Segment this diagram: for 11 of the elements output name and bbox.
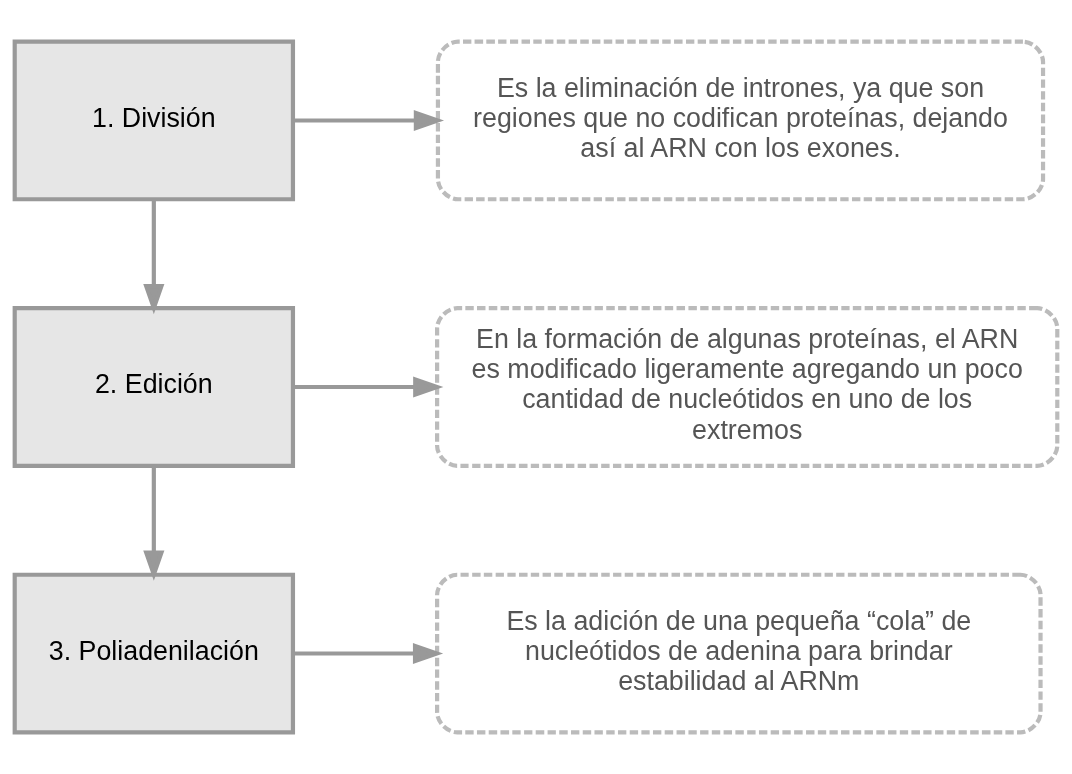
node-box: 3. Poliadenilación	[12, 572, 296, 735]
node-box: Es la adición de una pequeña “cola” de nucleótidos de adenina para brindar estabilidad al ARNm	[435, 572, 1043, 735]
node-box: Es la eliminación de intrones, ya que son regiones que no codifican proteínas, dejando así al ARN con los exones.	[435, 39, 1046, 202]
node-box: 1. División	[12, 39, 296, 202]
arrow	[293, 109, 444, 132]
arrow	[143, 466, 165, 581]
arrow	[293, 642, 444, 665]
arrow	[293, 376, 444, 398]
arrow	[143, 199, 165, 315]
node-box: 2. Edición	[12, 306, 296, 468]
node-box: En la formación de algunas proteínas, el ARN es modificado ligeramente agregando un poco cantidad de nucleótidos en uno de los extremos	[435, 306, 1060, 468]
